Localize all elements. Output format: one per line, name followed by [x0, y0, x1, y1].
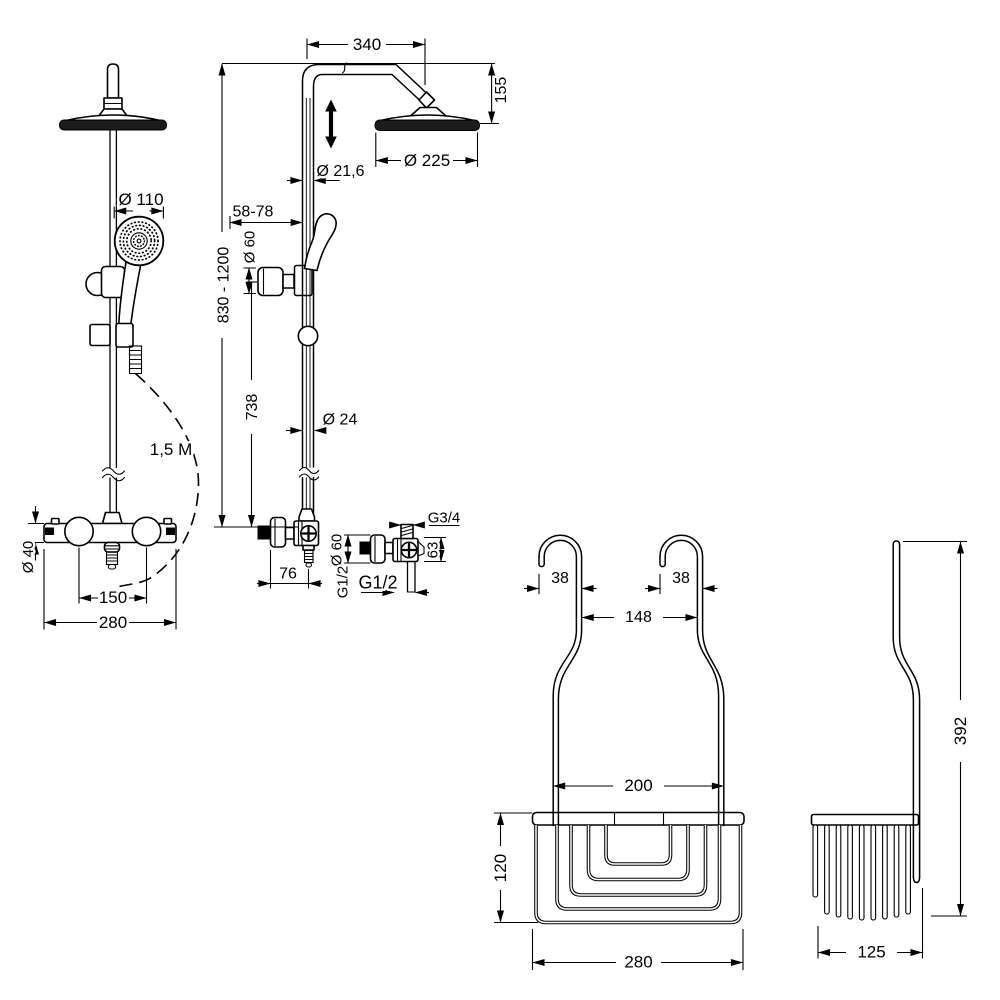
left-hook-width-label: 38	[551, 570, 569, 587]
dim-arm-reach: 340	[306, 33, 426, 85]
basket-side-wires	[812, 824, 911, 921]
column-height-label: 830 - 1200	[216, 247, 233, 324]
basket-width-label: 280	[624, 953, 652, 972]
head-diameter-label: Ø 225	[404, 151, 450, 170]
basket-front-view: 38 38 148 200 120 280	[489, 534, 745, 974]
dim-detail-top-thread: G3/4	[389, 507, 463, 529]
lower-pipe-diameter-label: Ø 24	[323, 412, 358, 429]
basket-rim	[531, 811, 745, 826]
upper-pipe-diameter-label: Ø 21,6	[316, 163, 364, 180]
dim-upper-pipe-diameter: Ø 21,6	[287, 161, 367, 185]
side-overhead-shower	[374, 91, 480, 131]
detail-top-thread-label: G3/4	[428, 510, 461, 527]
basket-right-hook	[659, 534, 725, 827]
valve-detail: Ø 60 G1/2 G3/4 63 G1/2	[326, 507, 463, 601]
dim-column-height: 830 - 1200	[213, 63, 298, 528]
front-hand-shower	[113, 215, 165, 333]
front-flow-knob	[131, 516, 162, 547]
dim-basket-width: 280	[531, 929, 744, 974]
dim-wall-distance: 58-78	[229, 201, 303, 229]
side-overhead-shower-disc	[374, 119, 480, 131]
bracket-to-valve-label: 738	[244, 394, 261, 421]
front-slider-bracket	[85, 265, 126, 299]
top-width-label: 200	[624, 776, 652, 795]
dim-mixer-width: 280	[43, 549, 177, 635]
side-ball-joint	[297, 325, 319, 347]
dim-lower-pipe-diameter: Ø 24	[286, 409, 360, 435]
front-lower-bracket	[89, 322, 143, 375]
basket-side-view: 392 125	[810, 540, 973, 964]
wall-distance-label: 58-78	[233, 204, 274, 221]
bracket-diameter-label: Ø 60	[242, 231, 259, 264]
basket-side-rim	[810, 813, 920, 826]
detail-outlet-thread-label: G1/2	[358, 573, 397, 593]
total-height-label: 392	[951, 717, 970, 745]
dim-bracket-diameter: Ø 60	[239, 228, 261, 295]
detail-flange-diameter-label: Ø 60	[329, 534, 346, 567]
mixer-diameter-label: Ø 40	[20, 541, 37, 574]
right-hook-width-label: 38	[672, 570, 690, 587]
detail-inlet-thread-label: G1/2	[335, 566, 352, 599]
head-height-label: 155	[493, 77, 510, 104]
basket-wire-frame	[534, 825, 743, 925]
dim-bracket-to-valve: 738	[242, 281, 264, 528]
dim-mixer-diameter: Ø 40	[18, 506, 44, 576]
valve-depth-label: 76	[279, 566, 297, 583]
side-valve-wall-connector	[257, 525, 271, 540]
dim-detail-outlet-thread: G1/2	[356, 570, 429, 597]
dim-head-diameter: Ø 225	[375, 132, 479, 173]
hook-spacing-label: 148	[625, 609, 652, 626]
dim-inlet-spacing: 150	[78, 547, 148, 610]
front-temperature-knob	[64, 516, 95, 547]
dim-hand-shower-diameter: Ø 110	[113, 188, 166, 219]
side-wall-bracket	[257, 264, 313, 297]
mixer-width-label: 280	[99, 613, 127, 632]
inlet-spacing-label: 150	[99, 588, 127, 607]
dim-basket-depth: 125	[817, 888, 924, 964]
arm-reach-label: 340	[353, 35, 381, 54]
dim-hook-spacing: 148	[581, 607, 698, 629]
dim-top-width: 200	[553, 774, 724, 798]
height-adjust-arrow-icon	[325, 99, 337, 149]
dim-right-hook-width: 38	[645, 568, 718, 594]
side-view: 340 155 Ø 225 Ø 21,6 58-78	[213, 33, 513, 589]
detail-wall-connector	[359, 541, 372, 555]
dim-detail-flange-diameter: Ø 60	[326, 531, 371, 569]
front-shower-column	[59, 63, 167, 519]
front-view: Ø 110 1,5 M Ø 40 150 280	[18, 63, 200, 635]
dim-total-height: 392	[903, 540, 973, 917]
dim-detail-body-height: 63	[422, 536, 446, 563]
basket-depth-label: 125	[857, 943, 885, 962]
front-mixer-valve	[43, 511, 177, 570]
side-valve	[257, 508, 320, 568]
dim-valve-depth: 76	[257, 550, 322, 589]
hand-shower-diameter-label: Ø 110	[118, 190, 163, 209]
basket-height-label: 120	[491, 854, 510, 882]
basket-side-hook-wire	[892, 540, 921, 884]
dim-left-hook-width: 38	[524, 568, 597, 594]
basket-left-hook	[538, 534, 583, 827]
dim-basket-height: 120	[489, 812, 538, 924]
dim-head-height: 155	[480, 63, 513, 125]
detail-body-height-label: 63	[425, 542, 442, 559]
hose-length-label: 1,5 M	[150, 440, 193, 459]
front-overhead-shower-disc	[59, 119, 167, 131]
front-shower-hose	[113, 372, 200, 590]
side-hand-shower	[303, 213, 337, 272]
